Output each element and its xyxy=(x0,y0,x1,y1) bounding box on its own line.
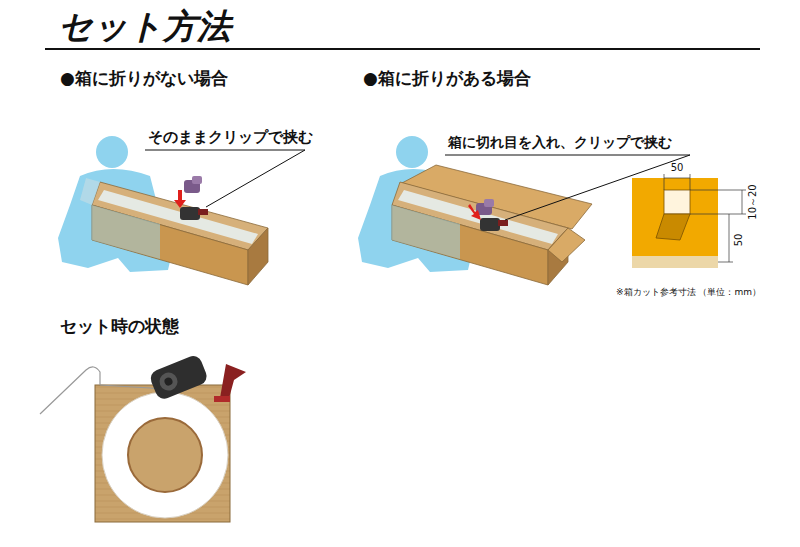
cut-detail xyxy=(632,174,746,268)
section-heading: セット時の状態 xyxy=(60,316,179,336)
title-rule xyxy=(45,48,760,50)
section-heading: ●箱に折りがない場合 xyxy=(60,68,228,88)
page-title: セット方法 xyxy=(58,6,231,47)
callout-text: 箱に切れ目を入れ、クリップで挟む xyxy=(448,134,672,151)
note: ※箱カット参考寸法 （単位：mm） xyxy=(616,287,761,298)
section-heading: ●箱に折りがある場合 xyxy=(363,68,531,88)
set-state xyxy=(40,353,246,522)
dimension: 50 xyxy=(671,162,684,174)
callout-text: そのままクリップで挟む xyxy=(148,128,313,146)
dimension: 10～20 xyxy=(747,184,759,219)
dimension: 50 xyxy=(733,234,745,247)
scene-no-fold xyxy=(58,136,305,285)
